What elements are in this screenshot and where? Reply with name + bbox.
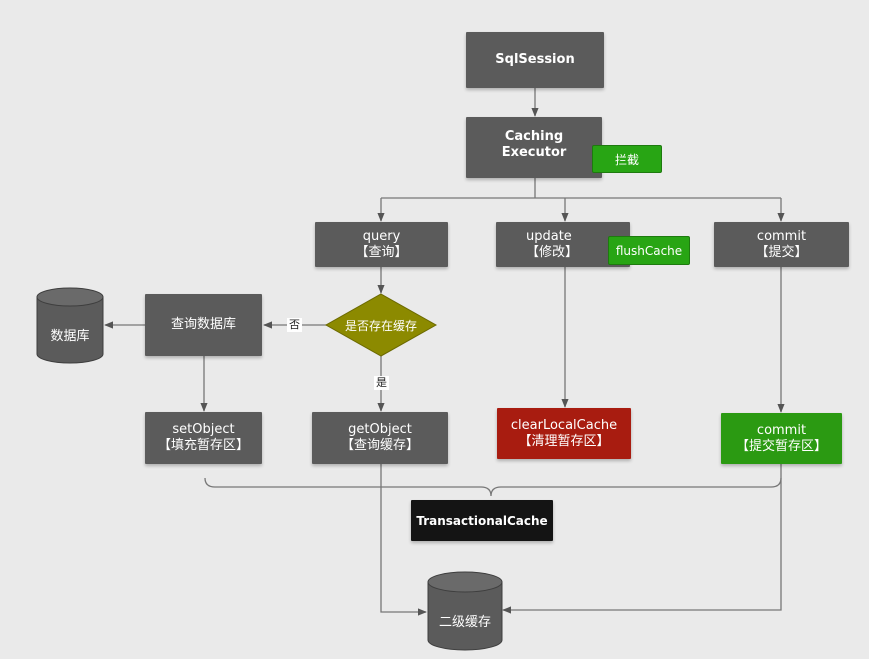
setobject-label-line2: 【填充暂存区】 (157, 438, 249, 453)
query-label-line2: 【查询】 (355, 244, 408, 260)
transactional-cache-node: TransactionalCache (411, 500, 553, 541)
caching-executor-node: Caching Executor (466, 117, 602, 178)
setobject-node: setObject 【填充暂存区】 (145, 412, 262, 464)
caching-executor-label-line2: Executor (501, 145, 567, 160)
edge-label-yes: 是 (374, 376, 389, 390)
second-level-cache-label: 二级缓存 (438, 615, 491, 630)
getobject-node: getObject 【查询缓存】 (312, 412, 448, 464)
edge-staging-l2cache (502, 464, 782, 614)
commit-staging-label-line2: 【提交暂存区】 (735, 438, 827, 454)
commit-label-line2: 【提交】 (755, 244, 808, 260)
database-cylinder (36, 287, 104, 364)
intercept-tag: 拦截 (592, 145, 662, 173)
clearlocalcache-label-line2: 【清理暂存区】 (518, 433, 610, 449)
query-database-node: 查询数据库 (145, 294, 262, 356)
cache-exists-decision-label: 是否存在缓存 (344, 319, 417, 333)
transactional-cache-label: TransactionalCache (416, 513, 548, 528)
getobject-label-line2: 【查询缓存】 (340, 438, 419, 453)
flushcache-tag-label: flushCache (615, 243, 683, 258)
clearlocalcache-node: clearLocalCache 【清理暂存区】 (497, 408, 631, 459)
getobject-label-line1: getObject (348, 422, 412, 437)
edge-getobject-l2cache (380, 464, 427, 616)
commit-staging-node: commit 【提交暂存区】 (721, 413, 842, 464)
clearlocalcache-label-line1: clearLocalCache (510, 417, 618, 433)
caching-executor-label-line1: Caching (504, 129, 564, 144)
sqlsession-label: SqlSession (495, 52, 575, 67)
edge-label-no: 否 (287, 318, 302, 332)
database-label: 数据库 (50, 329, 90, 344)
setobject-label-line1: setObject (172, 422, 235, 437)
query-node: query 【查询】 (315, 222, 448, 267)
intercept-tag-label: 拦截 (614, 152, 639, 167)
update-label-line1: update (526, 228, 572, 244)
update-node: update 【修改】 (496, 222, 630, 267)
second-level-cache-cylinder (427, 571, 503, 651)
cache-exists-decision-shape (324, 293, 438, 357)
transactional-cache-brace (204, 477, 782, 497)
commit-staging-label-line1: commit (756, 422, 807, 438)
flushcache-tag: flushCache (608, 236, 690, 265)
query-database-label: 查询数据库 (170, 317, 236, 332)
sqlsession-node: SqlSession (466, 32, 604, 88)
commit-label-line1: commit (756, 228, 807, 244)
commit-node: commit 【提交】 (714, 222, 849, 267)
query-label-line1: query (362, 228, 401, 244)
update-label-line2: 【修改】 (526, 244, 579, 260)
